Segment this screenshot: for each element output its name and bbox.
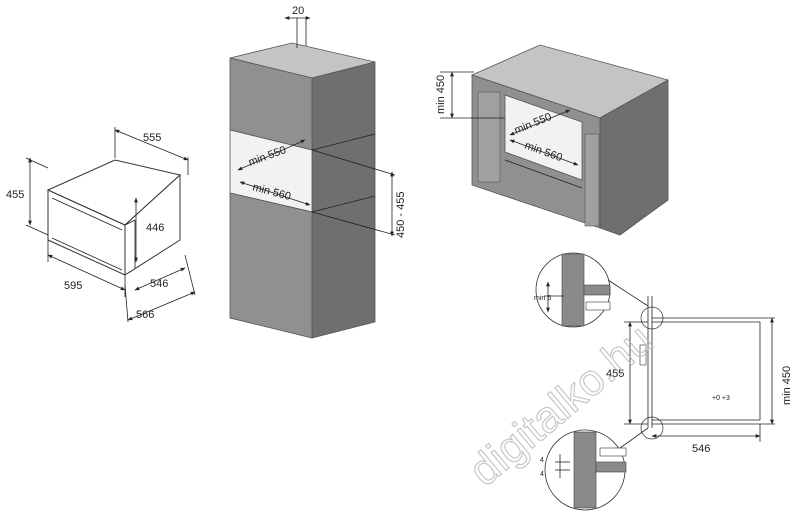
oven-depth-top-label: 555 — [143, 132, 161, 144]
detail-tick-a-label: 4 — [540, 457, 544, 464]
oven-drawing: 555 455 446 595 546 566 — [6, 127, 196, 323]
cabinet-lower-front — [229, 192, 313, 339]
detail-tolerance-label: +0 +3 — [712, 395, 730, 402]
oven-width-label: 595 — [64, 280, 82, 292]
oven-height-label: 455 — [6, 189, 24, 201]
detail-height-label: 455 — [606, 368, 624, 380]
detail-min-height-label: min 450 — [781, 366, 793, 405]
oven-depth-bottom-label: 546 — [150, 278, 168, 290]
tall-cabinet-drawing: 20 min 550 min 560 450 - 455 — [229, 5, 407, 339]
detail-tick-b-label: 4 — [540, 471, 544, 478]
cabinet-side — [311, 61, 376, 339]
detail-gap-label: min 6 — [534, 295, 551, 302]
oven-total-depth-label: 566 — [136, 309, 154, 321]
oven-inner-height-label: 446 — [146, 222, 164, 234]
cabinet-niche-height-label: 450 - 455 — [395, 192, 407, 238]
vent-gap-label: 20 — [292, 5, 304, 17]
section-detail-drawing: min 6 455 +0 +3 min 450 546 — [534, 252, 793, 511]
under-counter-drawing: min 450 min 550 min 560 — [435, 44, 670, 236]
detail-depth-label: 546 — [692, 443, 710, 455]
counter-min-height-label: min 450 — [435, 75, 447, 114]
